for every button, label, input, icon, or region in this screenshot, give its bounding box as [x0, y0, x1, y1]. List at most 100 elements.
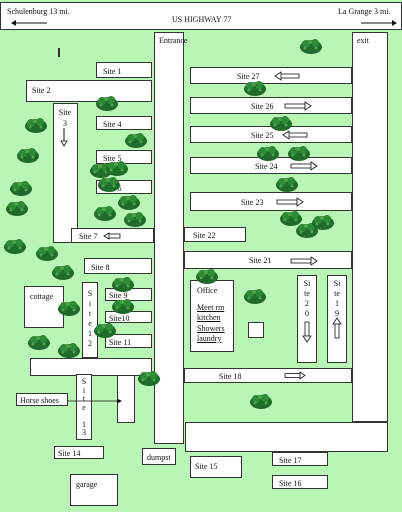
- tree-icon: [118, 195, 140, 210]
- site-3-arrow-down-icon: [60, 128, 68, 147]
- site-21[interactable]: Site 21: [184, 251, 352, 269]
- office-building[interactable]: Office Meet rm kitchen Showers laundry: [190, 280, 234, 352]
- tree-icon: [28, 335, 50, 350]
- horse-shoes-pit[interactable]: Horse shoes: [16, 393, 68, 406]
- site-4-label: Site 4: [103, 120, 122, 129]
- tree-icon: [250, 394, 272, 409]
- showers-label: Showers: [197, 324, 225, 333]
- tree-icon: [257, 146, 279, 161]
- tree-icon: [244, 81, 266, 96]
- tree-icon: [288, 146, 310, 161]
- site-13-label: S i t e 1 3: [81, 377, 87, 437]
- tree-icon: [17, 148, 39, 163]
- site-13[interactable]: S i t e 1 3: [76, 374, 92, 440]
- entrance-label: Entrance: [159, 36, 188, 45]
- highway: US HIGHWAY 77 Schulenburg 13 mi. La Gran…: [0, 2, 402, 30]
- site-18[interactable]: Site 18: [184, 368, 352, 383]
- site-12[interactable]: S i t e 1 2: [82, 282, 98, 358]
- exit-road: exit: [352, 32, 388, 422]
- site-2-label: Site 2: [32, 86, 51, 95]
- cottage-label: cottage: [30, 292, 54, 301]
- tree-icon: [4, 239, 26, 254]
- horse-shoes-pointer-icon: [68, 398, 122, 404]
- site-23[interactable]: Site 23: [190, 192, 352, 211]
- site-1[interactable]: Site 1: [96, 62, 152, 78]
- highway-right-destination: La Grange 3 mi.: [338, 7, 391, 16]
- highway-left-destination: Schulenburg 13 mi.: [7, 7, 70, 16]
- site-3-label: Site 3: [58, 108, 72, 128]
- dumpster[interactable]: dumpst: [142, 448, 176, 465]
- tree-icon: [52, 265, 74, 280]
- site-15[interactable]: Site 15: [190, 456, 242, 478]
- site-18-label: Site 18: [219, 372, 242, 381]
- site-19[interactable]: Si te 1 9: [327, 275, 347, 363]
- site-16-label: Site 16: [279, 479, 302, 488]
- site-8[interactable]: Site 8: [84, 258, 152, 274]
- site-14[interactable]: Site 14: [54, 446, 104, 459]
- site-26-arrow-right-icon: [284, 101, 312, 111]
- post-marker: [58, 48, 60, 57]
- exit-label: exit: [357, 36, 369, 45]
- site-7-arrow-left-icon: [103, 232, 121, 240]
- laundry-label: laundry: [197, 334, 222, 343]
- site-25-arrow-left-icon: [282, 130, 308, 140]
- site-1-label: Site 1: [103, 67, 122, 76]
- site-4[interactable]: Site 4: [96, 116, 152, 130]
- site-20-label: Si te 2 0: [303, 279, 311, 318]
- site-2[interactable]: Site 2: [26, 80, 152, 102]
- tree-icon: [10, 181, 32, 196]
- highway-name: US HIGHWAY 77: [172, 15, 232, 24]
- tree-icon: [196, 269, 218, 284]
- garage[interactable]: garage: [70, 474, 118, 506]
- tree-icon: [25, 118, 47, 133]
- tree-icon: [280, 211, 302, 226]
- site-27[interactable]: Site 27: [190, 67, 352, 84]
- site-27-label: Site 27: [237, 72, 260, 81]
- tree-icon: [125, 133, 147, 148]
- tree-icon: [270, 116, 292, 131]
- site-26[interactable]: Site 26: [190, 97, 352, 114]
- tree-icon: [96, 96, 118, 111]
- site-17[interactable]: Site 17: [272, 452, 328, 466]
- tree-icon: [296, 223, 318, 238]
- tree-icon: [94, 323, 116, 338]
- small-shed: [248, 322, 264, 338]
- entrance-road: Entrance: [154, 32, 188, 444]
- site-22-label: Site 22: [193, 231, 216, 240]
- garage-label: garage: [76, 480, 98, 489]
- tree-icon: [6, 201, 28, 216]
- kitchen-label: kitchen: [197, 313, 221, 322]
- site-19-arrow-up-icon: [332, 317, 342, 339]
- office-label: Office: [197, 286, 218, 295]
- arrow-left-icon: [11, 20, 47, 26]
- site-8-label: Site 8: [91, 263, 110, 272]
- site-12-label: S i t e 1 2: [87, 289, 93, 348]
- tree-icon: [112, 299, 134, 314]
- cottage[interactable]: cottage: [24, 286, 64, 328]
- site-20[interactable]: Si te 2 0: [297, 275, 317, 363]
- site-24-label: Site 24: [255, 162, 278, 171]
- site-21-label: Site 21: [249, 256, 272, 265]
- meet-room-label: Meet rm: [197, 303, 225, 312]
- tree-icon: [112, 277, 134, 292]
- site-15-label: Site 15: [195, 462, 218, 471]
- tree-icon: [58, 343, 80, 358]
- site-25-label: Site 25: [251, 131, 274, 140]
- tree-icon: [244, 289, 266, 304]
- tree-icon: [276, 177, 298, 192]
- site-7-label: Site 7: [79, 232, 98, 241]
- west-road-vertical: [53, 103, 78, 243]
- site-17-label: Site 17: [279, 456, 302, 465]
- site-5-label: Site 5: [103, 154, 122, 163]
- south-road: [185, 422, 388, 452]
- site-11[interactable]: Site 11: [105, 334, 152, 348]
- site-23-label: Site 23: [241, 198, 264, 207]
- site-16[interactable]: Site 16: [272, 475, 328, 489]
- site-22[interactable]: Site 22: [184, 227, 246, 242]
- tree-icon: [300, 39, 322, 54]
- tree-icon: [312, 215, 334, 230]
- site-10-label: Site10: [109, 314, 130, 323]
- tree-icon: [124, 212, 146, 227]
- tree-icon: [106, 161, 128, 176]
- site-21-arrow-right-icon: [290, 256, 318, 266]
